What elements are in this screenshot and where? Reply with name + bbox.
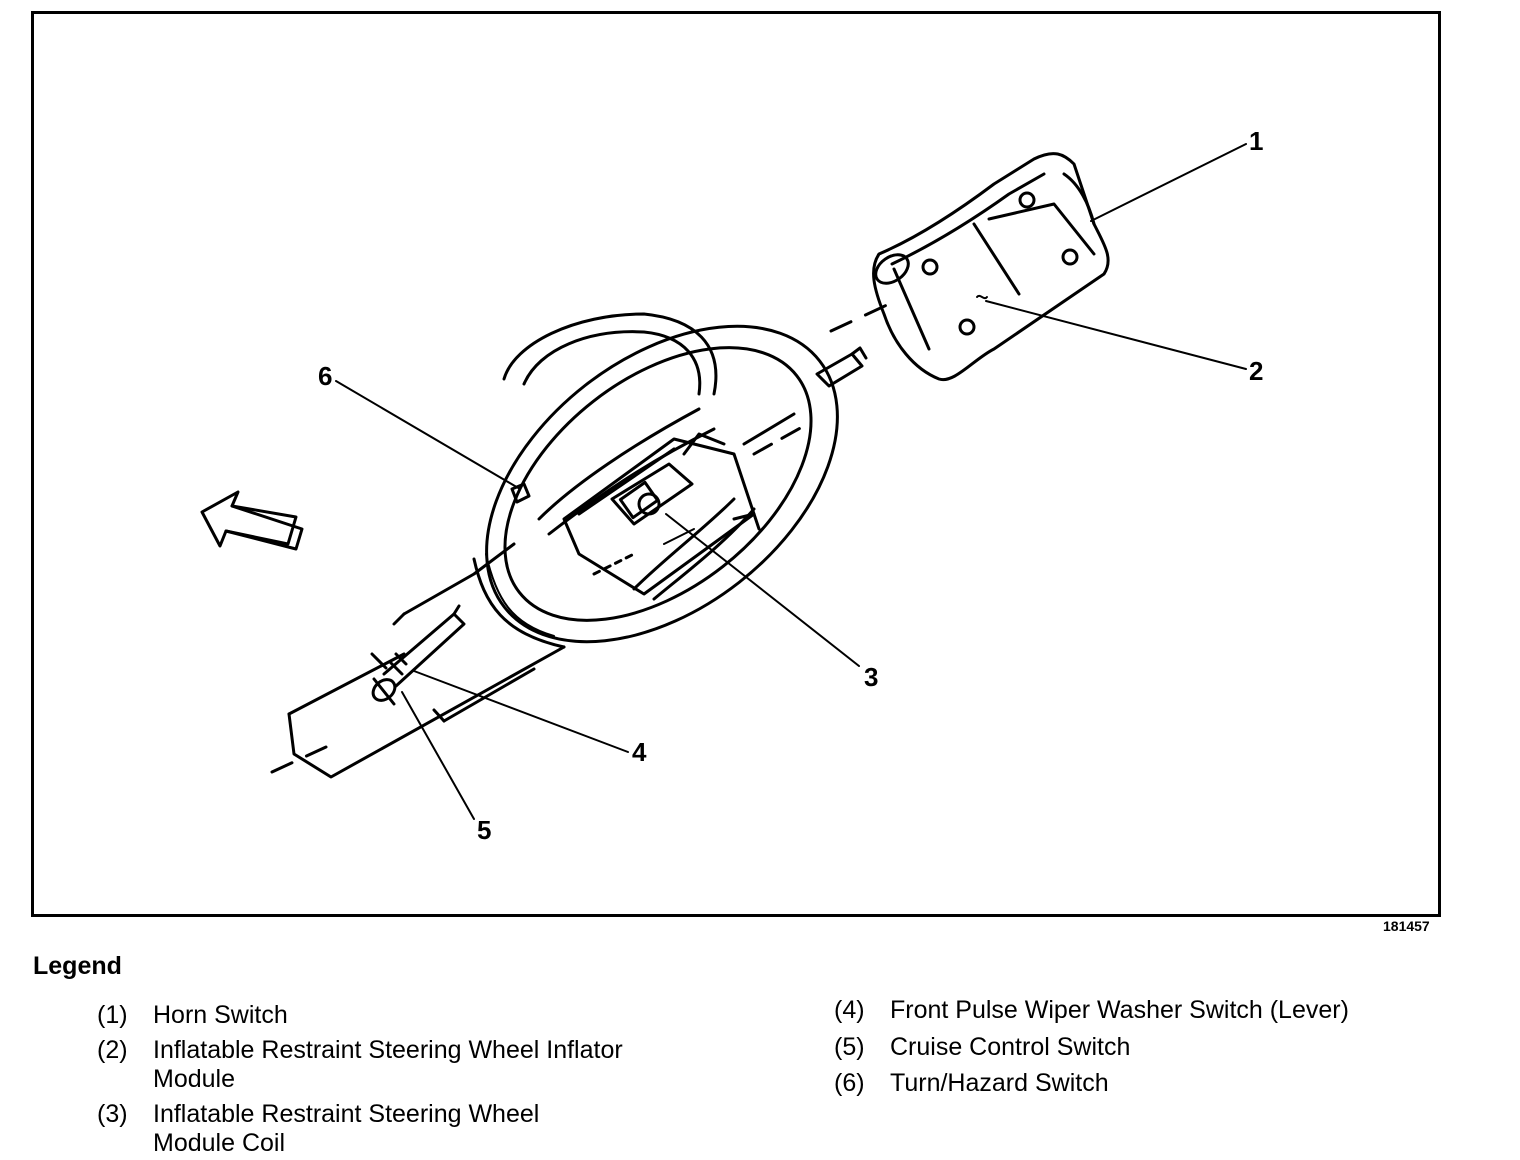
legend-text: Front Pulse Wiper Washer Switch (Lever) [890,996,1349,1024]
legend-number: (2) [97,1036,128,1064]
legend-number: (6) [834,1069,865,1097]
steering-column-diagram [200,143,1247,820]
legend-number: (3) [97,1100,128,1128]
diagram-frame: 1 2 3 4 5 6 [31,11,1441,917]
legend-text: Turn/Hazard Switch [890,1069,1109,1097]
legend-text: Inflatable Restraint Steering Wheel [153,1100,540,1128]
callout-4: 4 [632,737,647,767]
legend-text-continued: Module Coil [153,1129,286,1157]
legend-title: Legend [33,952,122,980]
legend-item: (1) Horn Switch [97,1001,737,1031]
callout-1: 1 [1249,126,1264,156]
callout-3: 3 [864,662,879,692]
wiper-lever [370,604,466,706]
callout-6: 6 [318,361,333,391]
axis-centerline [270,302,891,774]
legend-text: Inflatable Restraint Steering Wheel Infl… [153,1036,623,1064]
legend-text-continued: Module [153,1065,235,1093]
callout-5: 5 [477,815,492,845]
direction-arrow-icon [200,490,304,551]
legend-text: Horn Switch [153,1001,288,1029]
legend-number: (5) [834,1033,865,1061]
callout-2: 2 [1249,356,1264,386]
wheel-hub [510,432,761,596]
legend-item: (4) Front Pulse Wiper Washer Switch (Lev… [834,996,1494,1026]
figure-id: 181457 [1383,918,1430,934]
leader-lines [335,143,1247,820]
legend-item: (2) Inflatable Restraint Steering Wheel … [97,1036,737,1096]
legend-text: Cruise Control Switch [890,1033,1131,1061]
inflator-module [872,152,1110,382]
legend-number: (4) [834,996,865,1024]
legend-item: (3) Inflatable Restraint Steering Wheel … [97,1100,737,1160]
legend-item: (5) Cruise Control Switch [834,1033,1494,1063]
legend-item: (6) Turn/Hazard Switch [834,1069,1494,1099]
legend-number: (1) [97,1001,128,1029]
connector [742,346,868,456]
steering-column [287,542,566,779]
